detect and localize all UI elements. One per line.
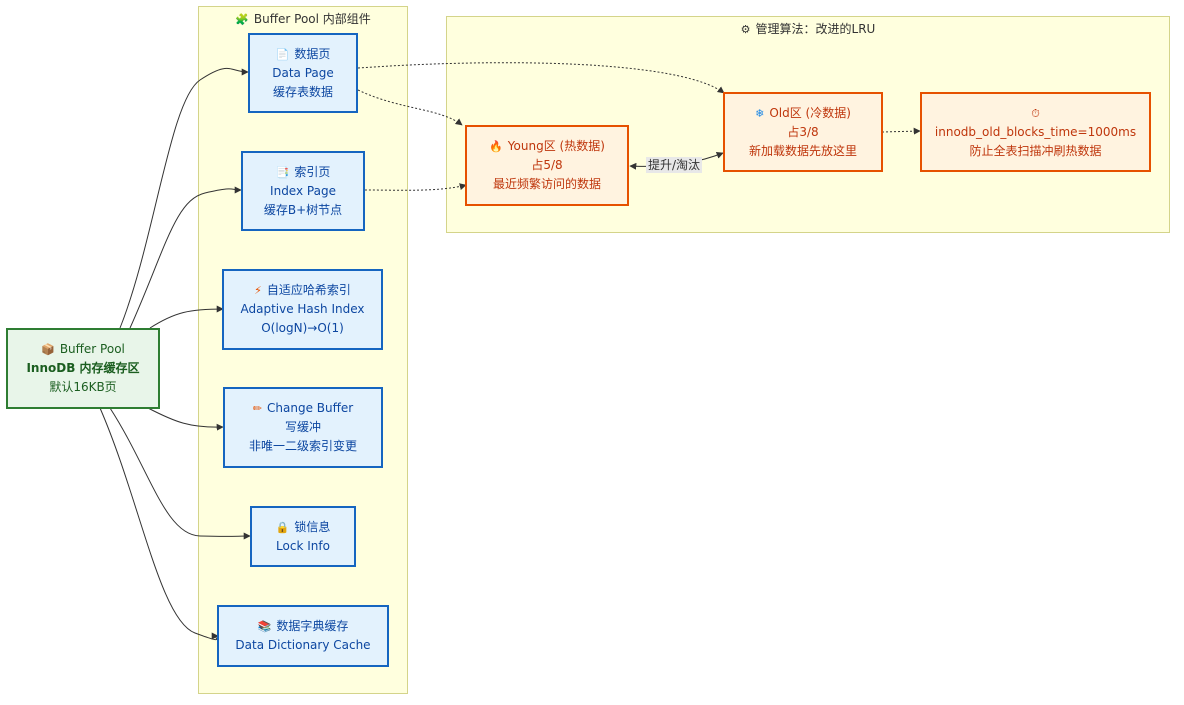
old-blocks-time-setting: innodb_old_blocks_time=1000ms <box>934 124 1137 139</box>
change-buffer-title-text: Change Buffer <box>267 401 354 415</box>
edge-old-time <box>881 127 921 135</box>
young-zone-title: 🔥 Young区 (热数据) <box>489 137 605 156</box>
young-zone-ratio: 占5/8 <box>531 158 563 172</box>
adaptive-hash-index-node[interactable]: ⚡ 自适应哈希索引 Adaptive Hash Index O(logN)→O(1… <box>222 269 383 350</box>
lock-info-title-text: 锁信息 <box>294 519 331 534</box>
pencil-icon: ✏ <box>252 402 263 415</box>
edge-bp-hash <box>149 305 224 329</box>
old-zone-ratio: 占3/8 <box>787 124 819 139</box>
hash-index-title-text: 自适应哈希索引 <box>266 283 351 297</box>
cluster-lru-title: ⚙ 管理算法：改进的LRU <box>447 20 1169 37</box>
edge-label-promote-evict: 提升/淘汰 <box>646 157 703 173</box>
books-icon: 📚 <box>257 620 272 633</box>
data-page-title-text: 数据页 <box>294 46 331 61</box>
old-zone-title-text: Old区 (冷数据) <box>769 105 851 120</box>
index-page-detail: 缓存B+树节点 <box>263 202 343 217</box>
dict-cache-english: Data Dictionary Cache <box>235 638 371 652</box>
edge-bp-indexpage <box>129 186 242 329</box>
change-buffer-chinese: 写缓冲 <box>284 420 321 434</box>
data-page-english: Data Page <box>272 65 334 80</box>
old-blocks-time-detail: 防止全表扫描冲刷热数据 <box>969 143 1102 158</box>
change-buffer-node[interactable]: ✏ Change Buffer 写缓冲 非唯一二级索引变更 <box>223 387 383 468</box>
snowflake-icon: ❄ <box>755 106 765 120</box>
cluster-components-title: 🧩 Buffer Pool 内部组件 <box>199 10 407 27</box>
index-page-title: 📑 索引页 <box>276 163 331 182</box>
cluster-lru-title-text: 管理算法：改进的LRU <box>755 22 876 36</box>
buffer-pool-title-text: Buffer Pool <box>59 342 125 356</box>
lock-info-english: Lock Info <box>276 538 330 553</box>
hash-index-detail: O(logN)→O(1) <box>261 321 344 335</box>
package-icon: 📦 <box>41 343 55 356</box>
edge-indexpage-young <box>364 183 467 191</box>
lock-info-title: 🔒 锁信息 <box>276 518 331 537</box>
old-zone-title: ❄ Old区 (冷数据) <box>755 104 851 123</box>
stopwatch-icon: ⏱ <box>1031 106 1040 120</box>
edge-datapage-old <box>357 62 725 94</box>
index-page-icon: 📑 <box>275 165 290 179</box>
lock-info-node[interactable]: 🔒 锁信息 Lock Info <box>250 506 356 567</box>
puzzle-icon: 🧩 <box>235 13 249 26</box>
data-page-detail: 缓存表数据 <box>272 84 333 99</box>
fire-icon: 🔥 <box>489 140 503 153</box>
edge-bp-datapage <box>119 67 249 329</box>
buffer-pool-node[interactable]: 📦 Buffer Pool InnoDB 内存缓存区 默认16KB页 <box>6 328 160 409</box>
lightning-icon: ⚡ <box>254 284 262 297</box>
data-dictionary-cache-node[interactable]: 📚 数据字典缓存 Data Dictionary Cache <box>217 605 389 667</box>
buffer-pool-title: 📦 Buffer Pool <box>41 340 125 359</box>
gear-icon: ⚙ <box>740 23 751 36</box>
edge-bp-dict <box>99 407 219 641</box>
young-zone-node[interactable]: 🔥 Young区 (热数据) 占5/8 最近频繁访问的数据 <box>465 125 629 206</box>
old-zone-node[interactable]: ❄ Old区 (冷数据) 占3/8 新加载数据先放这里 <box>723 92 883 172</box>
young-zone-detail: 最近频繁访问的数据 <box>492 177 601 191</box>
edge-datapage-young <box>357 89 463 126</box>
old-zone-detail: 新加载数据先放这里 <box>748 143 857 158</box>
page-icon: 📄 <box>275 47 290 61</box>
change-buffer-detail: 非唯一二级索引变更 <box>248 439 357 453</box>
dict-cache-title: 📚 数据字典缓存 <box>258 617 349 636</box>
change-buffer-title: ✏ Change Buffer <box>253 399 353 418</box>
buffer-pool-subtitle: InnoDB 内存缓存区 <box>26 361 140 375</box>
old-blocks-time-icon-row: ⏱ <box>1031 104 1040 123</box>
data-page-node[interactable]: 📄 数据页 Data Page 缓存表数据 <box>248 33 358 113</box>
index-page-node[interactable]: 📑 索引页 Index Page 缓存B+树节点 <box>241 151 365 231</box>
hash-index-title: ⚡ 自适应哈希索引 <box>254 281 351 300</box>
index-page-title-text: 索引页 <box>294 164 331 179</box>
edge-bp-change <box>147 407 224 431</box>
data-page-title: 📄 数据页 <box>276 45 331 64</box>
lock-icon: 🔒 <box>275 520 290 534</box>
cluster-components-title-text: Buffer Pool 内部组件 <box>253 12 371 26</box>
hash-index-english: Adaptive Hash Index <box>240 302 365 316</box>
dict-cache-title-text: 数据字典缓存 <box>276 619 349 633</box>
buffer-pool-detail: 默认16KB页 <box>49 380 117 394</box>
index-page-english: Index Page <box>270 183 336 198</box>
edge-bp-lock <box>109 407 251 540</box>
young-zone-title-text: Young区 (热数据) <box>507 139 605 153</box>
cluster-buffer-pool-components: 🧩 Buffer Pool 内部组件 <box>198 6 408 694</box>
old-blocks-time-node[interactable]: ⏱ innodb_old_blocks_time=1000ms 防止全表扫描冲刷… <box>920 92 1151 172</box>
